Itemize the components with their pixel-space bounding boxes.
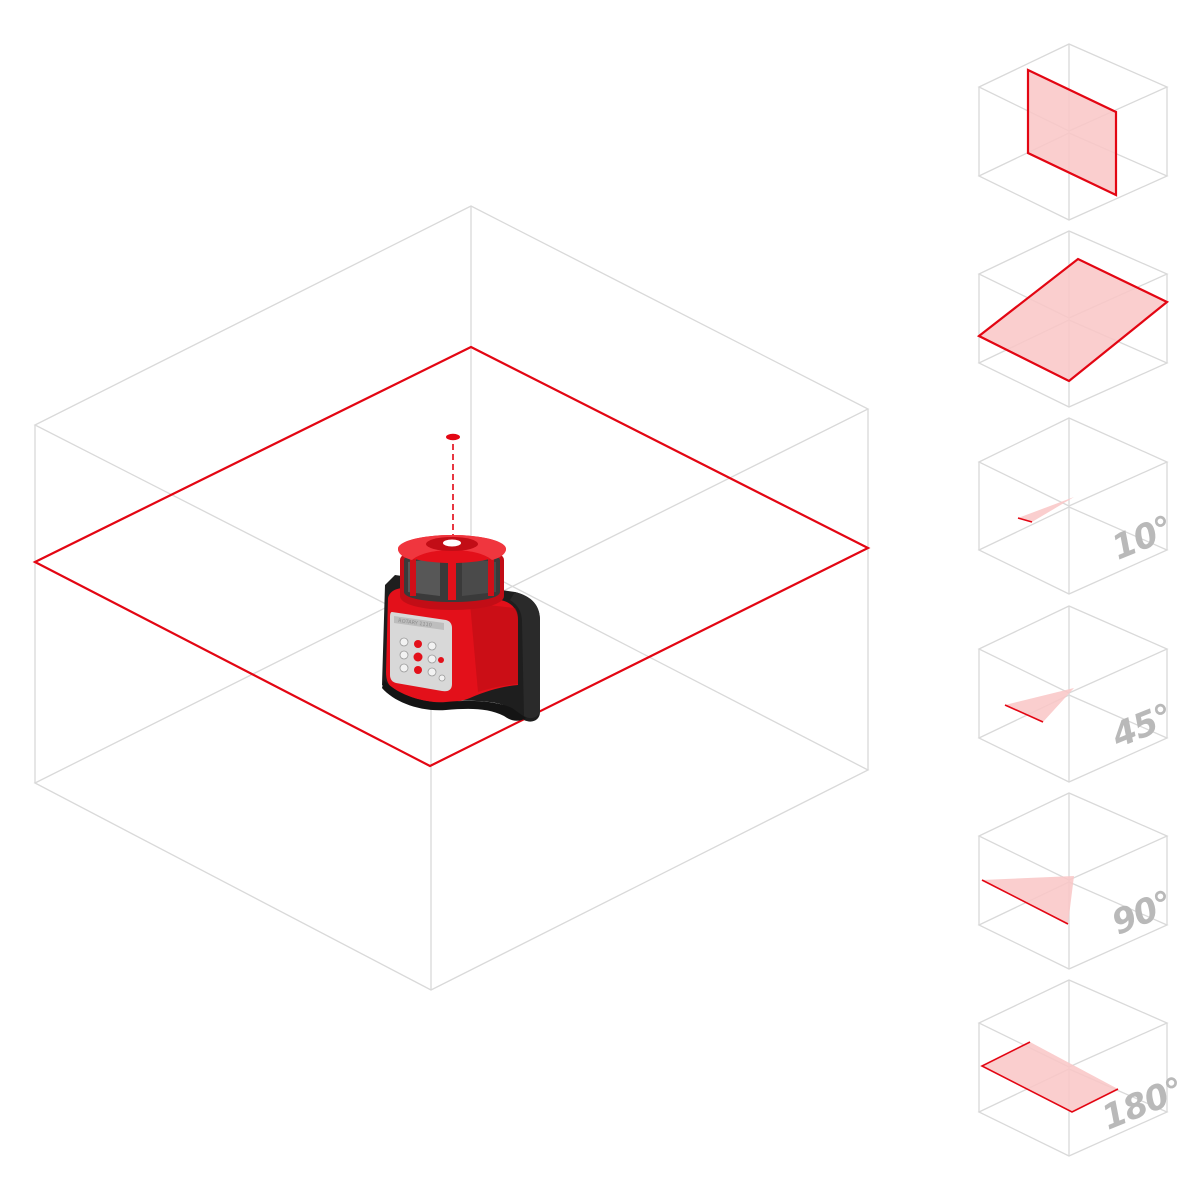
cube-wireframe bbox=[977, 792, 1169, 970]
laser-plane-vertical bbox=[1028, 70, 1116, 195]
plumb-dot bbox=[446, 433, 460, 441]
mode-icon-scan-10: 10° bbox=[977, 417, 1178, 595]
panel-buttons bbox=[399, 637, 446, 682]
mode-icon-scan-180: 180° bbox=[977, 979, 1189, 1157]
cube-wireframe bbox=[977, 605, 1169, 783]
mode-icon-vertical-plane bbox=[977, 43, 1169, 221]
laser-plane-horizontal bbox=[979, 259, 1167, 381]
device-handle bbox=[510, 592, 540, 719]
cube-wireframe bbox=[977, 417, 1169, 595]
mode-icon-horizontal-plane bbox=[976, 230, 1170, 408]
room-wireframe bbox=[33, 205, 870, 991]
main-room bbox=[32, 205, 871, 991]
panel-text: ROTARY 1110 bbox=[398, 618, 433, 629]
control-panel: ROTARY 1110 bbox=[390, 612, 452, 692]
mode-icon-scan-45: 45° bbox=[977, 605, 1178, 783]
laser-plane bbox=[32, 345, 871, 768]
rotary-laser-device: ROTARY 1110 bbox=[382, 535, 540, 722]
mode-icon-scan-90: 90° bbox=[977, 792, 1178, 970]
mode-label-180: 180° bbox=[1096, 1070, 1189, 1139]
